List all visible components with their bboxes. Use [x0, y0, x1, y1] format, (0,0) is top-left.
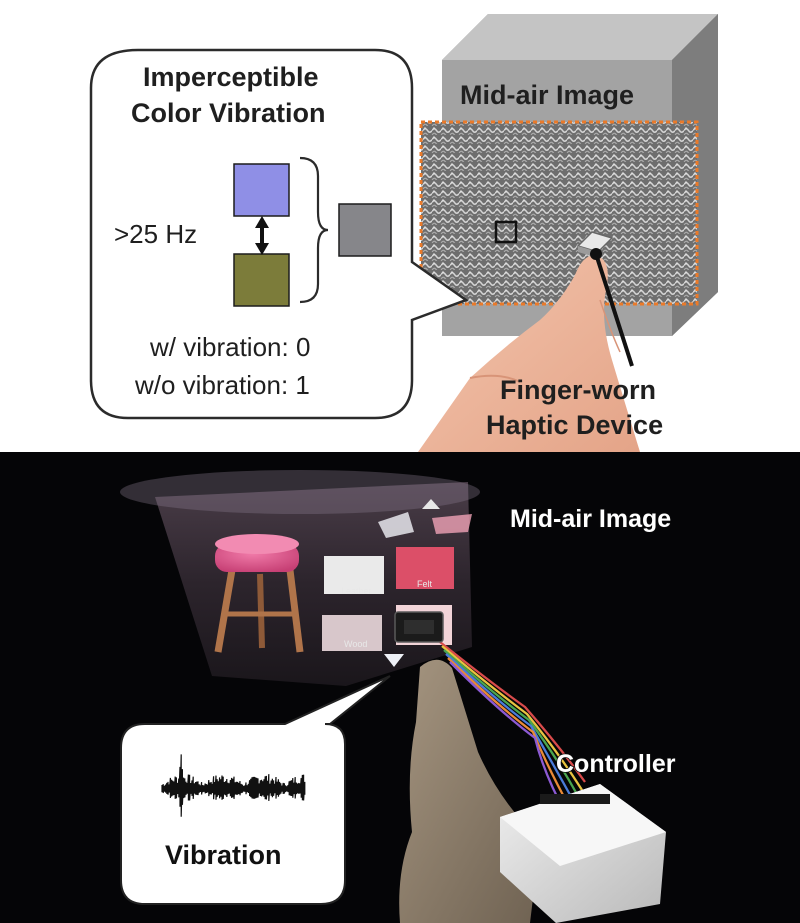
vibration-label: Vibration — [165, 840, 282, 870]
menu-label-felt: Felt — [417, 579, 433, 589]
curly-brace — [299, 156, 329, 304]
fabric-texture-area — [421, 122, 697, 304]
double-arrow-icon — [255, 216, 269, 255]
device-label-line2: Haptic Device — [486, 410, 664, 440]
controller-box — [500, 784, 666, 923]
controller-wires — [439, 641, 586, 815]
mid-air-image-photo-label: Mid-air Image — [509, 504, 672, 534]
device-pointer-line — [594, 253, 634, 367]
wood-tile[interactable] — [322, 615, 382, 651]
device-label-line1: Finger-worn — [500, 375, 656, 405]
menu-up-arrow-icon[interactable] — [422, 499, 440, 509]
swatch-gray — [338, 203, 392, 257]
top-diagram-svg — [89, 14, 718, 452]
leather-tile[interactable] — [324, 556, 384, 594]
legend-without-vibration: w/o vibration: 1 — [135, 370, 310, 400]
swatch-blue — [233, 163, 290, 217]
vibration-waveform-icon — [161, 754, 306, 817]
callout-title-line1: Imperceptible — [143, 62, 319, 92]
zoom-source-square — [494, 220, 518, 244]
menu-label-leather: Leather — [341, 586, 372, 596]
bottom-photo-panel: Mid-air Image Controller Vibration Leath… — [0, 452, 800, 923]
top-diagram-panel: Imperceptible Color Vibration >25 Hz w/ … — [0, 0, 800, 452]
mid-air-image-label: Mid-air Image — [460, 80, 635, 110]
stool-illustration — [214, 534, 304, 653]
bottom-photo-svg — [120, 470, 666, 923]
device-pointer-dot — [590, 248, 602, 260]
finger-illustration — [418, 255, 640, 452]
legend-with-vibration: w/ vibration: 0 — [150, 332, 311, 362]
felt-tile[interactable] — [396, 547, 454, 589]
controller-label: Controller — [555, 749, 676, 779]
screen-glow — [120, 470, 480, 514]
menu-label-wood: Wood — [344, 639, 368, 649]
swatch-olive — [233, 253, 290, 307]
callout-title-line2: Color Vibration — [131, 98, 326, 128]
menu-down-arrow-icon[interactable] — [384, 654, 404, 667]
frequency-label: >25 Hz — [114, 219, 198, 249]
callout-bubble — [89, 48, 469, 420]
